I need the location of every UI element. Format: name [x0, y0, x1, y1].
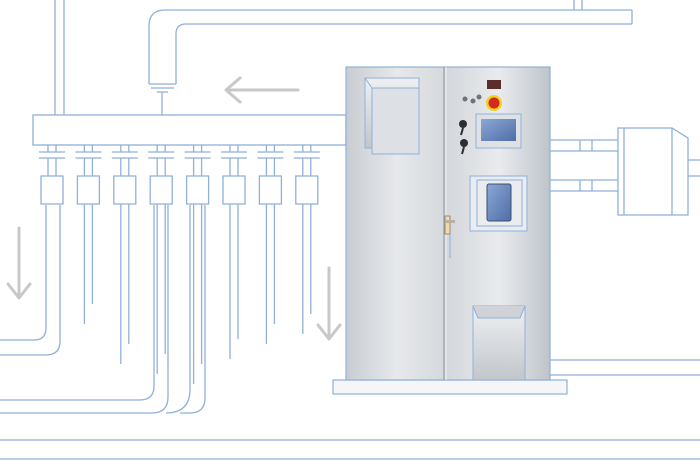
top-return-pipe: [148, 9, 633, 84]
branch-valve: [39, 145, 65, 205]
branch-valve: [257, 145, 284, 344]
pipework: [0, 0, 700, 460]
hmi-hood-left: [364, 77, 420, 155]
branch-valve: [221, 145, 247, 359]
flow-arrow-down-left: [6, 226, 32, 300]
outlet-connector-box: [617, 127, 689, 216]
inspection-window[interactable]: [469, 175, 528, 232]
door-handle[interactable]: [444, 215, 455, 258]
flow-arrow-down-right: [316, 266, 342, 341]
branch-valve: [111, 145, 138, 364]
drain-line-6: [180, 205, 206, 414]
key-switch-2[interactable]: [460, 139, 468, 155]
drain-line-1: [0, 205, 47, 341]
flow-arrow-left: [224, 76, 300, 104]
cabinet-base-plate: [332, 379, 568, 395]
branch-valve: [293, 145, 320, 334]
inlet-pipe-left: [54, 0, 65, 115]
indicator-icons: [462, 94, 482, 104]
control-cabinet: [332, 66, 568, 395]
return-valve: [149, 83, 176, 115]
emergency-stop[interactable]: [486, 80, 502, 111]
drain-line-5: [165, 205, 191, 414]
outlet-pipe-lower: [550, 179, 618, 192]
hmi-panel-main[interactable]: [475, 113, 522, 149]
outlet-pipe-upper: [550, 139, 618, 152]
branch-valve: [75, 145, 102, 324]
flow-arrows: [6, 76, 342, 341]
key-switch-1[interactable]: [459, 120, 467, 136]
distribution-header: [32, 114, 347, 146]
outlet-fittings: [579, 140, 593, 191]
branch-valve: [184, 145, 211, 384]
drain-line-2: [0, 205, 61, 356]
top-right-stub-pipe: [573, 0, 583, 10]
branch-valves: [39, 145, 320, 384]
lower-hood: [472, 305, 526, 381]
drain-line-3: [0, 205, 155, 401]
outlet-stub: [688, 159, 700, 177]
branch-valve: [148, 145, 175, 374]
drain-line-4: [0, 205, 169, 414]
